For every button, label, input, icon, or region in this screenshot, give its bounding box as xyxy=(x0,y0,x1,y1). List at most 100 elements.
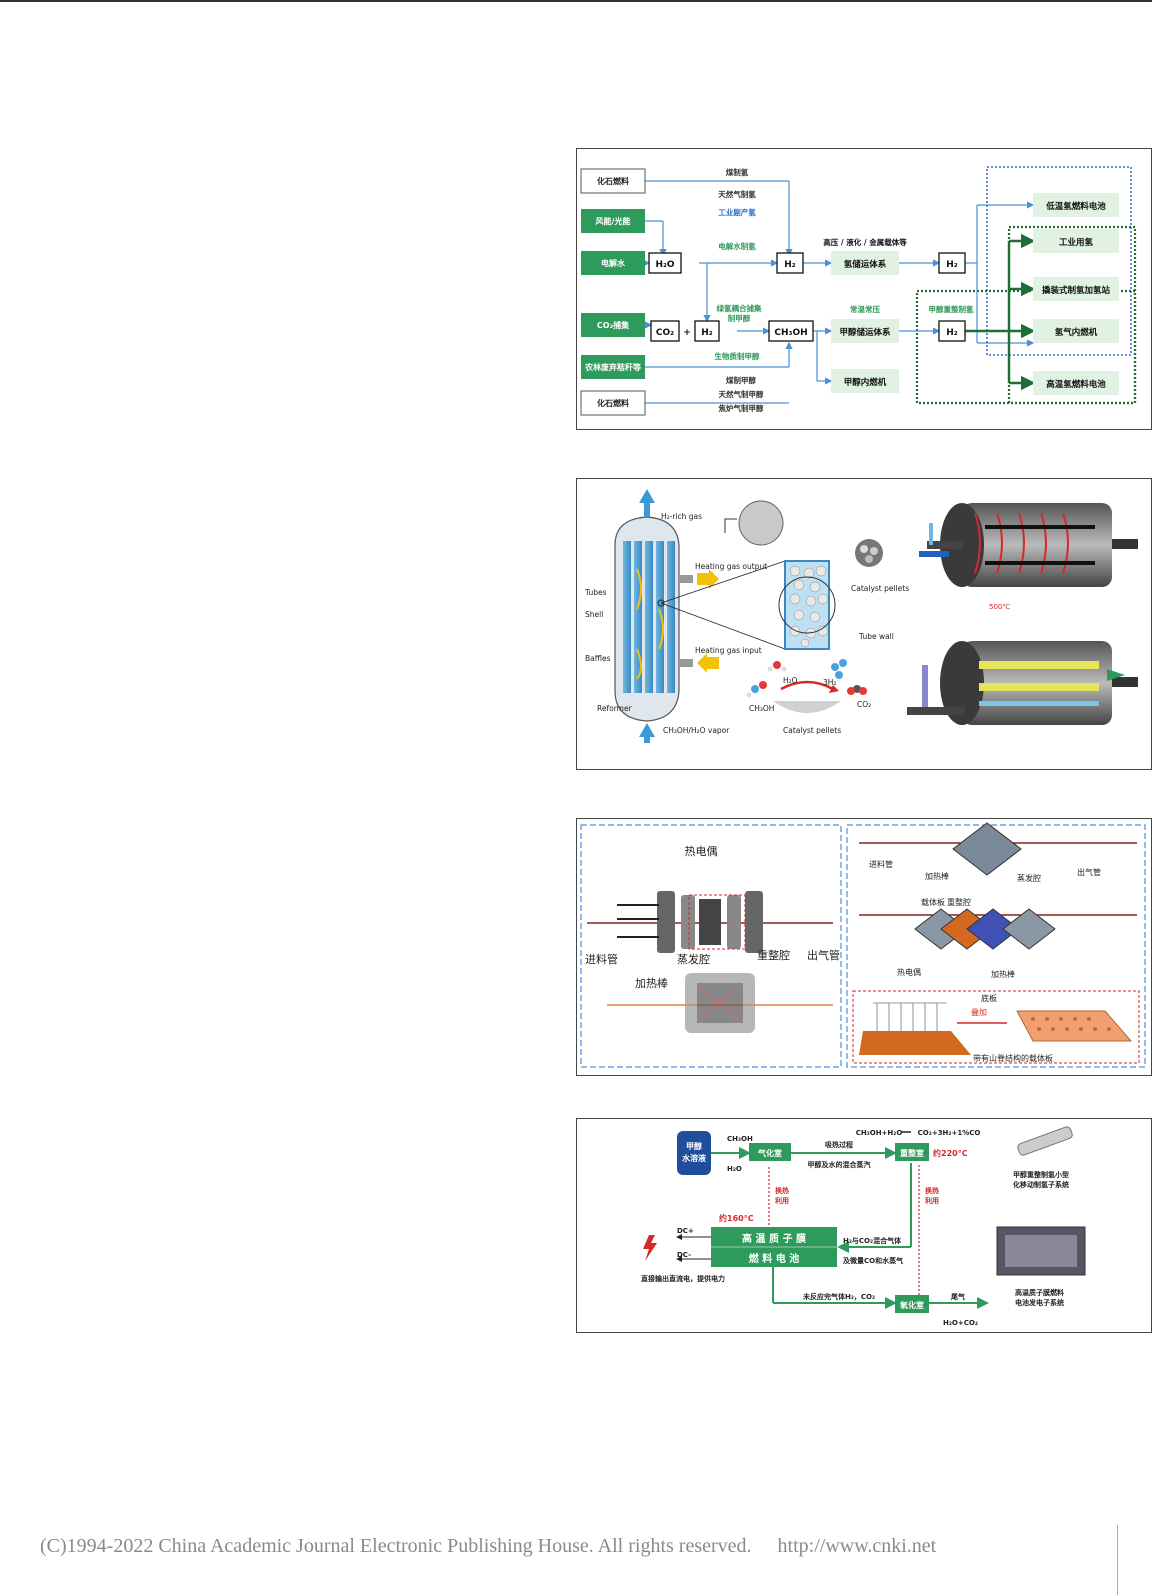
node-ch3oh: CH₃OH xyxy=(774,328,807,338)
copyright-footer: (C)1994-2022 China Academic Journal Elec… xyxy=(40,1535,1120,1575)
use-low-temp-fc: 低温氢燃料电池 xyxy=(1045,201,1106,212)
low-temp-region xyxy=(986,166,1132,356)
use-high-temp-fc: 高温氢燃料电池 xyxy=(1046,379,1106,390)
label-gas-methanol: 天然气制甲醇 xyxy=(719,389,764,399)
label-mixture: 甲醇及水的混合蒸汽 xyxy=(808,1160,871,1169)
label-reforming: 甲醇重整制氢 xyxy=(929,304,974,314)
label-heating-rod-left: 加热棒 xyxy=(635,976,668,990)
unreacted-gas: 未反应完气体H₂，CO₂ xyxy=(803,1292,875,1301)
reformer-box xyxy=(895,1143,929,1161)
source-wind-solar: 风能/光能 xyxy=(596,216,631,226)
label-stack: 叠加 xyxy=(971,1007,987,1017)
label-evap-right: 蒸发腔 xyxy=(1017,873,1041,883)
label-catalyst-top: Catalyst pellets xyxy=(851,584,909,593)
label-carrier-caption: 带有山脊结构的载体板 xyxy=(973,1053,1053,1063)
copyright-text: (C)1994-2022 China Academic Journal Elec… xyxy=(40,1535,752,1557)
heat-in-arrow xyxy=(697,653,719,673)
node-h2-storage: 氢储运体系 xyxy=(844,259,887,270)
dc-plus: DC+ xyxy=(677,1227,694,1235)
label-ch3oh: CH₃OH xyxy=(727,1135,753,1143)
label-feed-pipe-right: 进料管 xyxy=(869,859,893,869)
reformer-assembly xyxy=(617,891,763,953)
heat-out-arrow xyxy=(697,569,719,589)
label-gas-h2: 天然气制氢 xyxy=(718,189,756,199)
label-industrial-h2: 工业副产氢 xyxy=(718,207,756,217)
vapor-in-arrow xyxy=(639,723,655,743)
dc-output: 直接输出直流电，提供电力 xyxy=(641,1274,725,1283)
label-h2o: H₂O xyxy=(783,676,798,685)
exhaust-label: 尾气 xyxy=(950,1292,965,1301)
heat-left-2: 利用 xyxy=(775,1196,789,1205)
vaporizer-label: 气化室 xyxy=(757,1148,782,1158)
temp-label-red: 500℃ xyxy=(989,603,1010,611)
reformer-render-bottom xyxy=(907,641,1138,725)
source-fossil-fuel-1: 化石燃料 xyxy=(597,176,629,186)
label-ch3oh: CH₃OH xyxy=(749,704,774,713)
figure-tube-reformer: 500℃ H₂-rich gas Heating gas output Heat… xyxy=(576,478,1152,770)
label-heating-rod-right-bottom: 加热棒 xyxy=(991,969,1015,979)
label-coke-methanol: 焦炉气制甲醇 xyxy=(718,403,764,413)
product2-line2: 电池发电子系统 xyxy=(1015,1298,1064,1307)
product2-line1: 高温质子膜燃料 xyxy=(1015,1288,1064,1297)
product-image-1 xyxy=(1017,1126,1073,1156)
label-co2: CO₂ xyxy=(857,700,871,709)
node-co2: CO₂ xyxy=(656,328,674,338)
label-3h2: 3H₂ xyxy=(823,678,836,687)
node-h2-out1: H₂ xyxy=(946,260,958,270)
label-high-pressure: 高压 / 液化 / 金属载体等 xyxy=(823,237,907,247)
reaction-left: CH₃OH+H₂O xyxy=(856,1129,903,1137)
figure-fuel-cell-system: 甲醇 水溶液 气化室 重整室 氧化室 高 温 质 子 膜 燃 料 电 池 CH₃… xyxy=(576,1118,1152,1333)
oxidizer-box xyxy=(895,1295,929,1313)
heat-left-1: 换热 xyxy=(775,1186,789,1195)
label-carrier-plate: 载体板 xyxy=(921,897,945,907)
fuel-cell-line2: 燃 料 电 池 xyxy=(749,1252,799,1265)
source-fossil-fuel-2: 化石燃料 xyxy=(597,398,629,408)
product1-line2: 化移动制氢子系统 xyxy=(1013,1180,1069,1189)
fuel-cell-line1: 高 温 质 子 膜 xyxy=(742,1232,806,1245)
label-heat-in: Heating gas input xyxy=(695,646,762,655)
label-out-pipe-left: 出气管 xyxy=(807,948,840,962)
label-normal-pressure: 常温常压 xyxy=(850,304,880,314)
label-h2o: H₂O xyxy=(727,1165,742,1173)
label-out-pipe-right: 出气管 xyxy=(1077,867,1101,877)
gas-mix: H₂与CO₂混合气体 xyxy=(843,1236,902,1245)
carrier-inset xyxy=(852,990,1140,1064)
reformer-render-top xyxy=(919,503,1138,587)
label-co2-methanol-1: 绿氢耦合捕集 xyxy=(717,303,762,313)
label-thermocouple: 热电偶 xyxy=(685,845,718,858)
node-h2-out2: H₂ xyxy=(946,328,958,338)
label-reform-right: 重整腔 xyxy=(947,897,971,907)
label-baffles: Baffles xyxy=(585,654,611,663)
label-thermocouple-right: 热电偶 xyxy=(897,967,921,977)
source-electrolysis: 电解水 xyxy=(601,258,626,268)
label-bio-methanol: 生物质制甲醇 xyxy=(715,351,760,361)
use-station: 撬装式制氢加氢站 xyxy=(1042,285,1111,296)
cnki-link[interactable]: http://www.cnki.net xyxy=(777,1535,937,1557)
top-rule xyxy=(0,0,1152,2)
dc-minus: DC- xyxy=(677,1251,691,1259)
reformer-tubes xyxy=(623,541,675,693)
right-panel xyxy=(846,824,1146,1068)
heat-right-1: 换热 xyxy=(925,1186,939,1195)
pathway-diagram: 化石燃料 风能/光能 电解水 CO₂捕集 农林废弃秸秆等 化石燃料 H₂O H₂… xyxy=(580,166,1137,416)
h2-out-arrow xyxy=(639,489,655,517)
label-tube-wall: Tube wall xyxy=(858,632,894,641)
carrier-plate-orange xyxy=(859,1031,971,1055)
label-co2-methanol-2: 制甲醇 xyxy=(728,313,751,323)
node-h2o: H₂O xyxy=(655,260,674,270)
label-evap-left: 蒸发腔 xyxy=(677,952,710,966)
electricity-icon xyxy=(643,1235,657,1261)
product1-line1: 甲醇重整制氢小型 xyxy=(1013,1170,1069,1179)
exploded-plates xyxy=(914,822,1056,950)
label-heat-transfer: 吸热过程 xyxy=(825,1140,853,1149)
gas-mix-2: 及微量CO和水蒸气 xyxy=(843,1256,903,1265)
footer-divider xyxy=(1117,1525,1118,1595)
temp-220: 约220°C xyxy=(933,1148,968,1158)
label-reform-left: 重整腔 xyxy=(757,948,790,962)
label-feed-pipe-left: 进料管 xyxy=(585,952,618,966)
carrier-plate-ridged xyxy=(1016,1010,1133,1042)
molecules xyxy=(746,659,867,698)
figure-plate-reformer: 热电偶 进料管 加热棒 蒸发腔 重整腔 出气管 进料管 加热棒 载体板 重整腔 … xyxy=(576,818,1152,1076)
tank-label-2: 水溶液 xyxy=(681,1153,706,1163)
vaporizer-box xyxy=(749,1143,791,1161)
